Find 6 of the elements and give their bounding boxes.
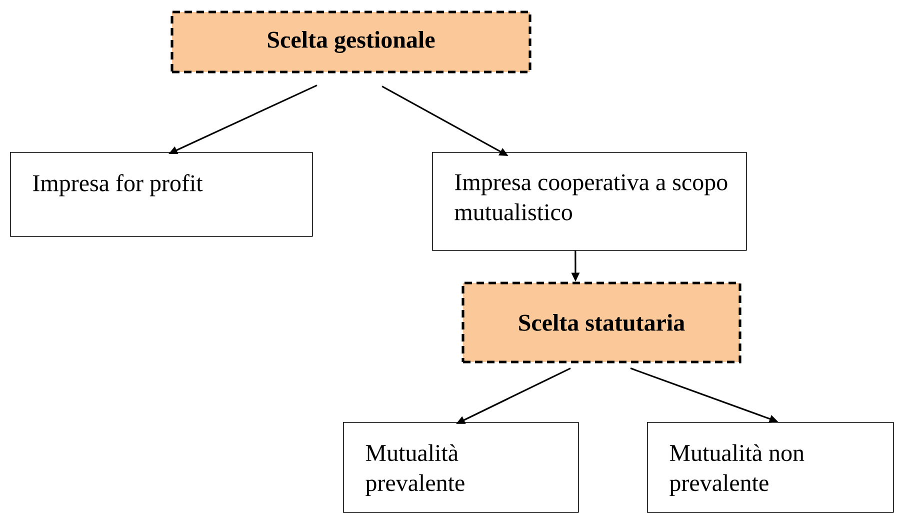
process-box: Impresa cooperativa a scopo mutualistico xyxy=(432,152,747,251)
process-box: Mutualità prevalente xyxy=(343,422,579,513)
process-box: Impresa for profit xyxy=(10,152,313,237)
decision-box: Scelta gestionale xyxy=(170,10,532,74)
process-box: Mutualità non prevalente xyxy=(647,422,894,513)
decision-box: Scelta statutaria xyxy=(462,282,742,364)
